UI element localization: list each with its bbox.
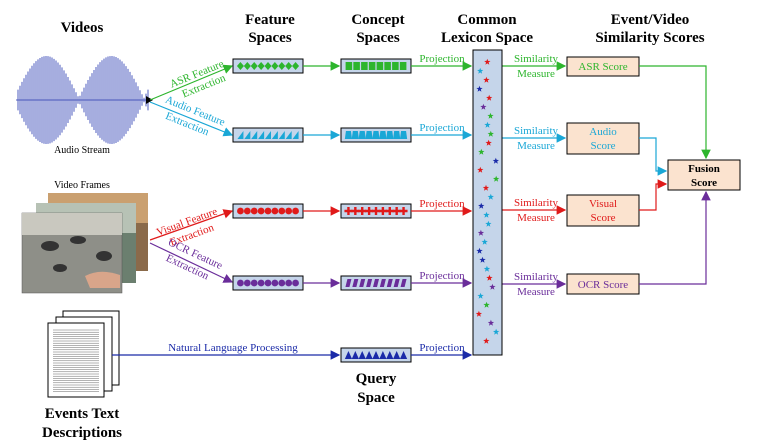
visual-projection-label: Projection <box>419 198 465 210</box>
video-frames-label: Video Frames <box>54 180 110 191</box>
header-common-lexicon-2: Lexicon Space <box>441 30 533 46</box>
pipeline-visual: Visual Feature Extraction Projection Sim… <box>149 179 668 249</box>
query-space-label-2: Space <box>357 390 395 406</box>
header-scores-1: Event/Video <box>611 12 690 28</box>
visual-similarity-label-1: Similarity <box>514 197 559 209</box>
visual-score-box-1: Visual <box>589 198 617 210</box>
video-frames-stack <box>21 193 148 294</box>
asr-score-box: ASR Score <box>578 61 627 73</box>
header-common-lexicon-1: Common <box>457 12 517 28</box>
audio-similarity-label-1: Similarity <box>514 125 559 137</box>
lexicon-space-box <box>472 49 503 356</box>
header-scores-2: Similarity Scores <box>595 30 704 46</box>
audio-projection-label: Projection <box>419 122 465 134</box>
audio-similarity-label-2: Measure <box>517 140 555 152</box>
events-text-label-2: Descriptions <box>42 425 122 441</box>
header-feature-spaces-1: Feature <box>245 12 295 28</box>
query-projection-label: Projection <box>419 342 465 354</box>
fusion-score-label-1: Fusion <box>688 163 720 175</box>
visual-score-box-2: Score <box>590 212 615 224</box>
ocr-similarity-label-2: Measure <box>517 286 555 298</box>
ocr-score-box: OCR Score <box>578 279 629 291</box>
audio-score-box-2: Score <box>590 140 615 152</box>
asr-projection-label: Projection <box>419 53 465 65</box>
header-videos: Videos <box>61 20 104 36</box>
fusion-score-label-2: Score <box>691 177 717 189</box>
query-space-label-1: Query <box>356 371 397 387</box>
header-concept-spaces-2: Spaces <box>356 30 400 46</box>
fusion-score-box <box>667 159 741 191</box>
audio-score-box-1: Audio <box>589 126 617 138</box>
visual-similarity-label-2: Measure <box>517 212 555 224</box>
asr-similarity-label-2: Measure <box>517 68 555 80</box>
pipeline-ocr: OCR Feature Extraction Projection Simila… <box>149 190 711 298</box>
lexicon-stars <box>475 58 500 344</box>
nlp-label: Natural Language Processing <box>168 342 298 354</box>
header-concept-spaces-1: Concept <box>351 12 404 28</box>
asr-similarity-label-1: Similarity <box>514 53 559 65</box>
pipeline-audio: Audio Feature Extraction Projection Simi… <box>149 94 668 176</box>
events-text-label-1: Events Text <box>45 406 120 422</box>
ocr-projection-label: Projection <box>419 270 465 282</box>
header-feature-spaces-2: Spaces <box>248 30 292 46</box>
audio-stream-label: Audio Stream <box>54 145 110 156</box>
pipeline-query: Natural Language Processing Projection Q… <box>112 342 473 406</box>
audio-waveform <box>16 56 153 144</box>
ocr-similarity-label-1: Similarity <box>514 271 559 283</box>
text-documents-icon <box>47 310 120 398</box>
